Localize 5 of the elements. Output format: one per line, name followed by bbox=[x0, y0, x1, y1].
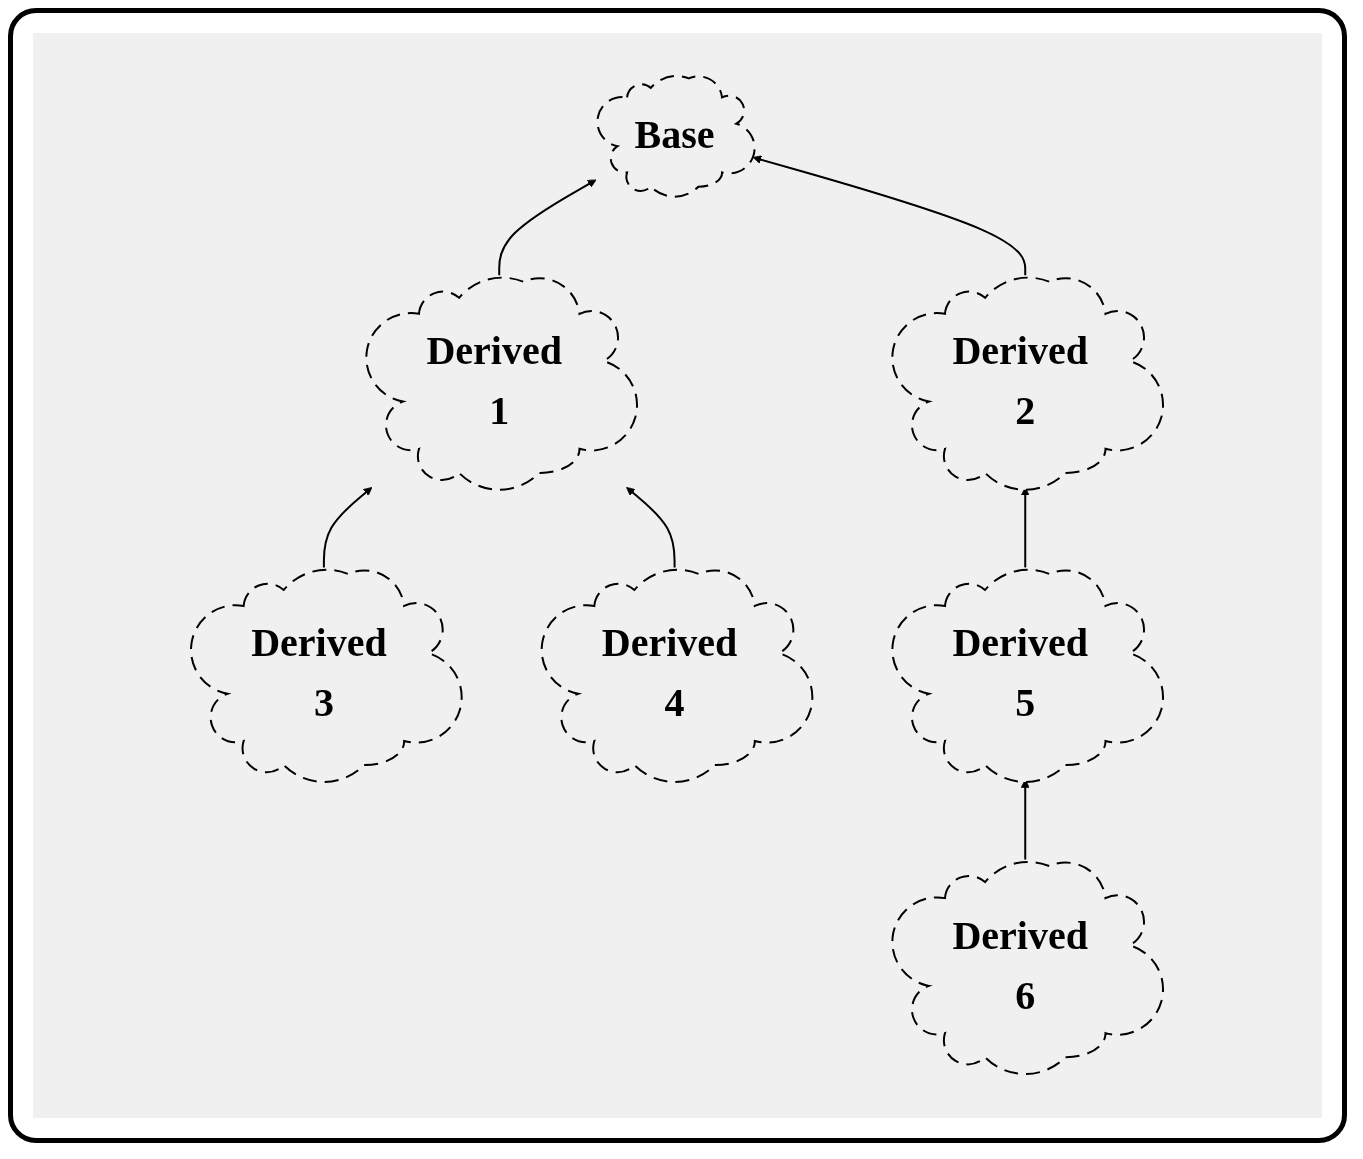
arrow bbox=[626, 487, 677, 569]
arrow bbox=[753, 155, 1027, 277]
arrow bbox=[323, 487, 373, 569]
diagram-frame: Base Derived 1 Derived 2 Derived 3 Derived 4 Derived 5 Derived 6 bbox=[8, 8, 1347, 1143]
arrow bbox=[498, 179, 597, 277]
